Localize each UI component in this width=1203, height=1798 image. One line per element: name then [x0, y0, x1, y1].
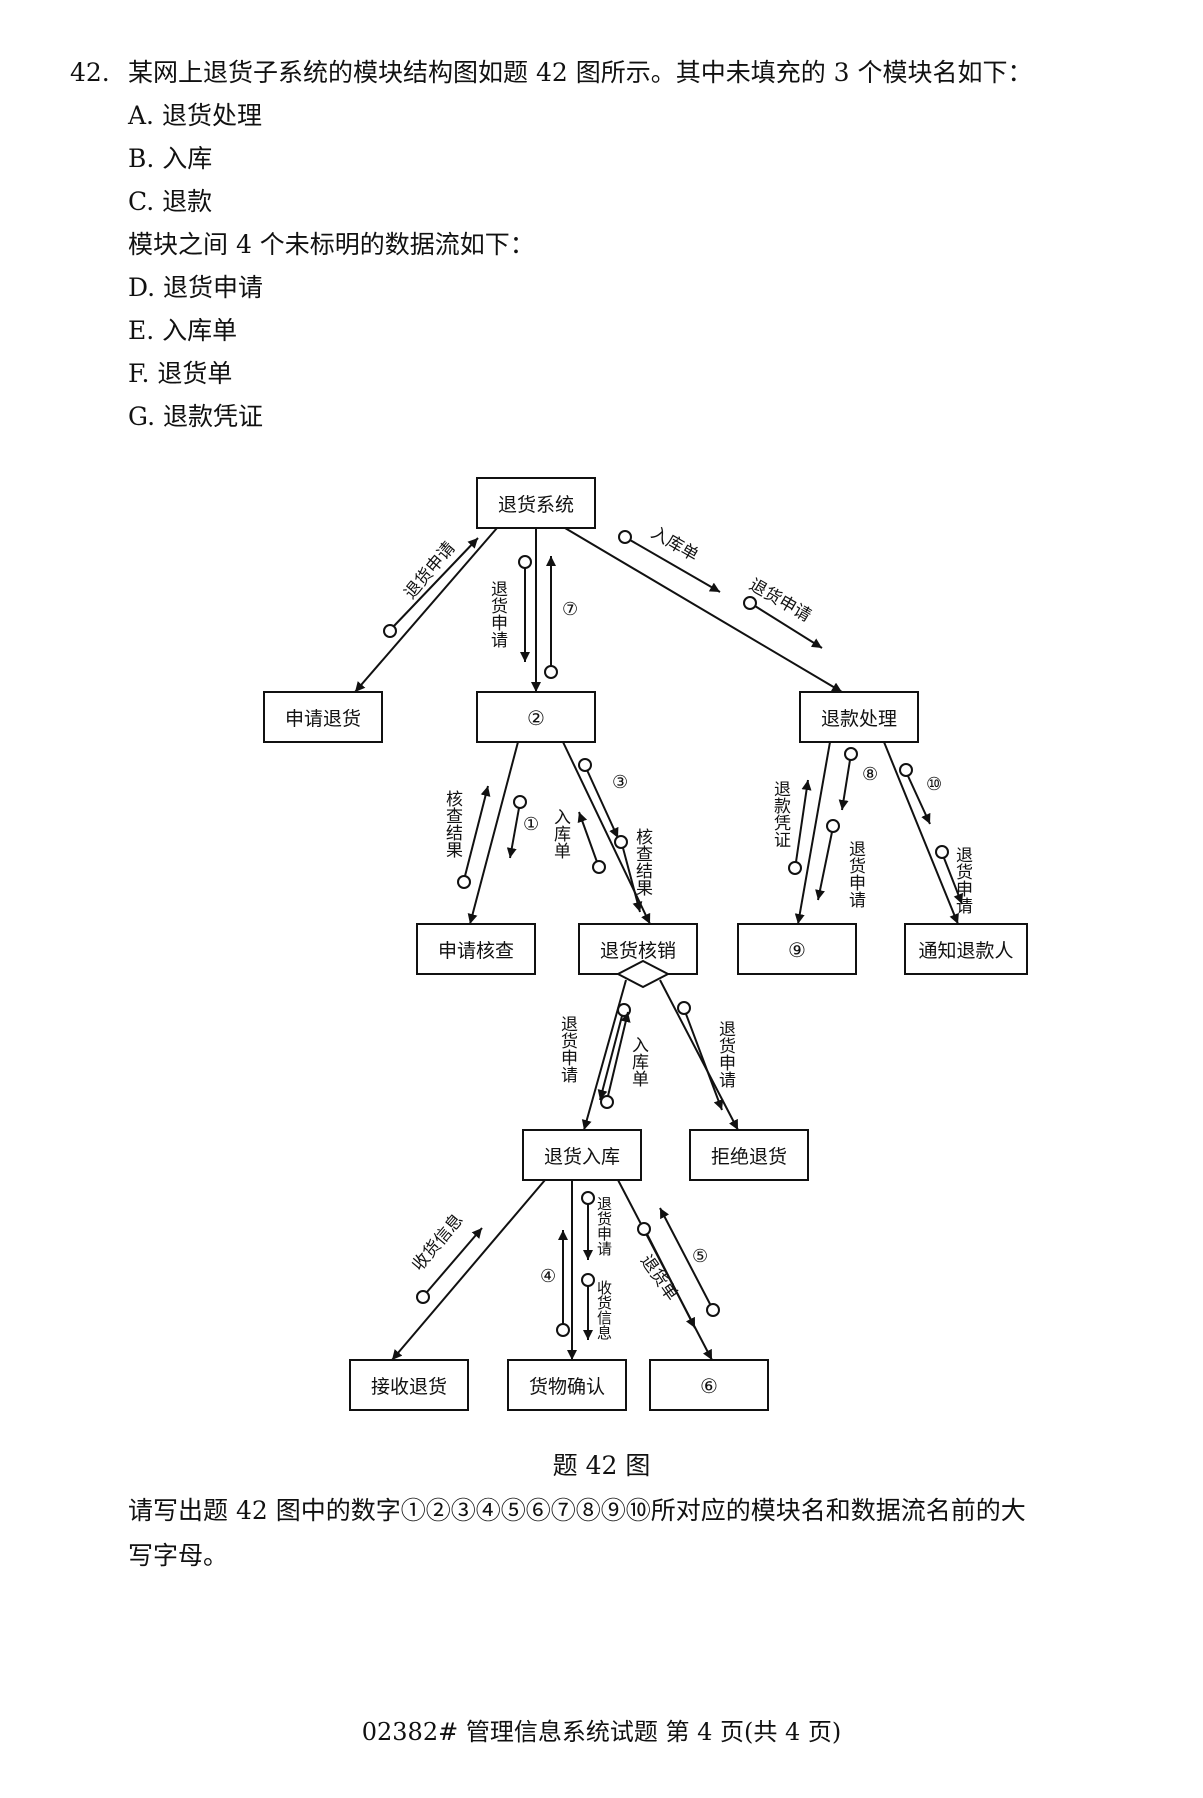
box-root: 退货系统 [476, 477, 596, 529]
label-stk-6-n: ⑤ [692, 1246, 708, 1267]
svg-text:退货系统: 退货系统 [498, 494, 574, 516]
label-ver-stock-up: 入库单 [628, 1036, 649, 1087]
label-b2-check-up: 核查结果 [442, 790, 463, 858]
label-root-2-up: ⑦ [562, 599, 578, 620]
flow-option-e: E. 入库单 [128, 316, 238, 345]
box-2: ② [476, 691, 596, 743]
svg-text:退货核销: 退货核销 [600, 940, 676, 962]
flow-intro: 模块之间 4 个未标明的数据流如下： [128, 230, 535, 259]
label-stk-receive: 收货信息 [409, 1210, 468, 1275]
module-option-c: C. 退款 [128, 187, 213, 216]
label-stk-conf-2: 收货信息 [595, 1280, 613, 1340]
question-prompt-line-2: 写字母。 [128, 1541, 229, 1570]
box-apply-return: 申请退货 [263, 691, 383, 743]
label-b2-check-down: ① [523, 814, 539, 835]
label-ref-9-up: 退款凭证 [770, 780, 791, 848]
label-b2-verify-up: 入库单 [550, 808, 571, 859]
label-b2-verify-n: ③ [612, 772, 628, 793]
svg-text:②: ② [527, 706, 545, 730]
flow-option-d: D. 退货申请 [128, 273, 264, 302]
label-ref-9-down: 退货申请 [845, 840, 866, 909]
svg-text:⑥: ⑥ [700, 1374, 718, 1398]
box-apply-check: 申请核查 [416, 923, 536, 975]
box-6: ⑥ [649, 1359, 769, 1411]
label-stk-conf-1: 退货申请 [595, 1196, 613, 1257]
label-ref-notify: 退货申请 [952, 846, 973, 915]
label-root-refund-1: 入库单 [648, 523, 702, 566]
box-return-stock: 退货入库 [522, 1129, 642, 1181]
question-text: 某网上退货子系统的模块结构图如题 42 图所示。其中未填充的 3 个模块名如下： [128, 58, 1033, 87]
box-9: ⑨ [737, 923, 857, 975]
question-number: 42. [70, 58, 110, 87]
svg-text:货物确认: 货物确认 [529, 1376, 605, 1398]
label-root-apply: 退货申请 [401, 538, 460, 603]
label-b2-verify-down: 核查结果 [632, 828, 653, 896]
module-option-a: A. 退货处理 [128, 101, 262, 130]
box-notify-refund: 通知退款人 [904, 923, 1028, 975]
question-prompt-line-1: 请写出题 42 图中的数字①②③④⑤⑥⑦⑧⑨⑩所对应的模块名和数据流名前的大 [128, 1496, 1026, 1525]
module-structure-chart: 退货系统 申请退货 ② 退款处理 申请核查 退货核销 ⑨ 通知退款人 退货入库 … [263, 477, 1028, 1411]
box-goods-confirm: 货物确认 [507, 1359, 627, 1411]
box-refund: 退款处理 [799, 691, 919, 743]
flow-option-g: G. 退款凭证 [128, 402, 263, 431]
box-refuse-return: 拒绝退货 [689, 1129, 809, 1181]
label-ver-stock-down: 退货申请 [557, 1015, 578, 1084]
svg-text:申请退货: 申请退货 [285, 708, 361, 730]
module-option-b: B. 入库 [128, 144, 213, 173]
label-root-2-down: 退货申请 [487, 580, 508, 649]
label-ref-9-n: ⑧ [862, 764, 878, 785]
label-stk-conf-n: ④ [540, 1266, 556, 1287]
label-stk-6: 退货单 [636, 1251, 682, 1304]
svg-text:⑨: ⑨ [788, 938, 806, 962]
label-ref-notify-n: ⑩ [926, 774, 942, 795]
flow-labels: 退货申请 退货申请 ⑦ 入库单 退货申请 核查结果 ① 入库单 ③ 核查结果 退… [401, 523, 973, 1340]
svg-text:通知退款人: 通知退款人 [918, 940, 1013, 962]
svg-text:申请核查: 申请核查 [438, 940, 514, 962]
svg-text:退款处理: 退款处理 [821, 708, 897, 730]
flow-option-f: F. 退货单 [128, 359, 233, 388]
data-couples [383, 530, 964, 1340]
page-footer: 02382# 管理信息系统试题 第 4 页(共 4 页) [361, 1718, 842, 1746]
box-receive-return: 接收退货 [349, 1359, 469, 1411]
selection-diamond [615, 959, 671, 989]
label-ver-refuse: 退货申请 [715, 1020, 736, 1089]
svg-text:接收退货: 接收退货 [371, 1376, 447, 1398]
svg-text:拒绝退货: 拒绝退货 [711, 1146, 787, 1168]
figure-caption: 题 42 图 [552, 1451, 651, 1480]
svg-text:退货入库: 退货入库 [544, 1146, 620, 1168]
